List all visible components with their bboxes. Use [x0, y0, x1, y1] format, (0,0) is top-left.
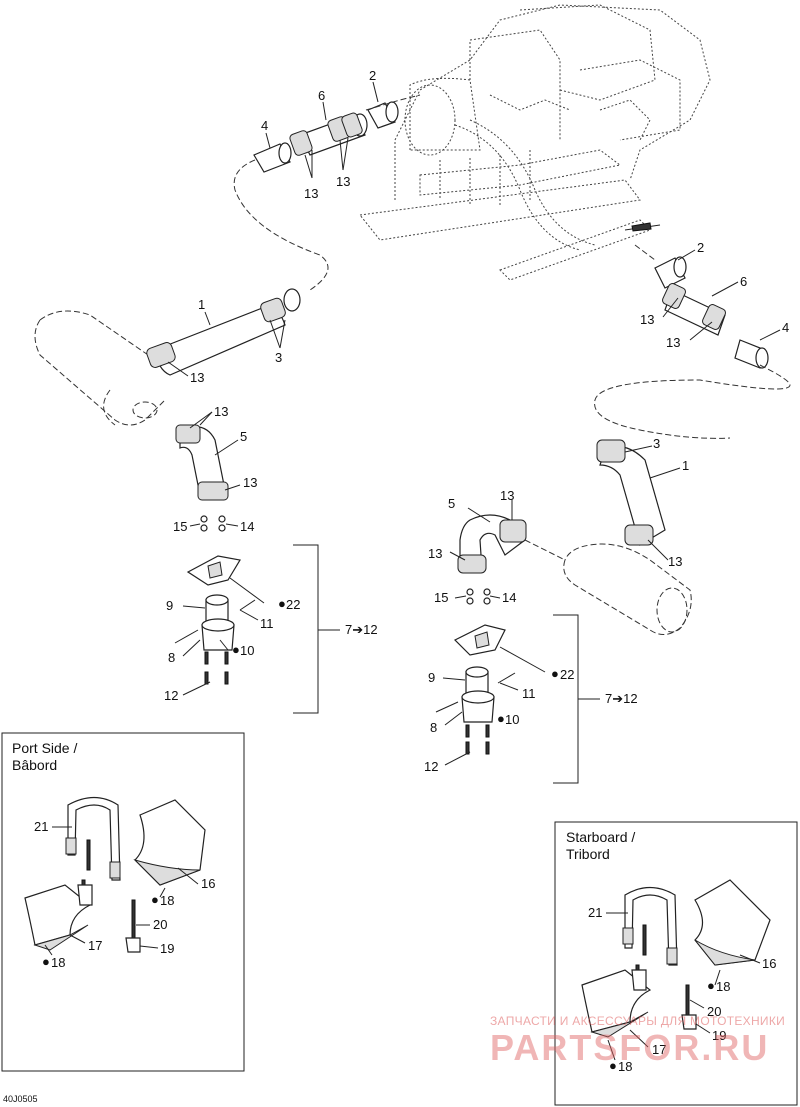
callout-5: 5 — [240, 429, 247, 444]
left-elbow-5: 13 5 13 15 14 — [173, 404, 257, 534]
callout-12: 12 — [164, 688, 178, 703]
callout-6: 6 — [740, 274, 747, 289]
right-elbow-5: 5 13 13 15 14 — [428, 488, 566, 605]
port-side-box: Port Side / Bâbord 21 16 18 ● 20 19 17 1… — [1, 732, 245, 1072]
starboard-box: Starboard / Tribord 21 16 18 ● 20 19 17 … — [554, 821, 798, 1106]
callout-1: 1 — [682, 458, 689, 473]
callout-14: 14 — [502, 590, 516, 605]
left-drain-group: 22 ● 9 11 10 ● 8 12 7➔12 — [164, 544, 378, 714]
coupler-4-left — [253, 142, 292, 173]
callout-20: 20 — [707, 1004, 721, 1019]
callout-3: 3 — [275, 350, 282, 365]
callout-11: 11 — [260, 616, 274, 631]
left-muffler-assembly: 1 3 13 — [34, 288, 301, 426]
starboard-box-title-2: Tribord — [566, 846, 610, 862]
callout-15: 15 — [434, 590, 448, 605]
callout-15: 15 — [173, 519, 187, 534]
drop-icon: ● — [707, 978, 715, 993]
callout-12: 12 — [424, 759, 438, 774]
callout-13: 13 — [500, 488, 514, 503]
callout-2: 2 — [697, 240, 704, 255]
callout-18: 18 — [51, 955, 65, 970]
engine-phantom — [359, 4, 711, 281]
drop-icon: ● — [232, 642, 240, 657]
callout-3: 3 — [653, 436, 660, 451]
hose-6-left — [289, 112, 368, 156]
callout-13: 13 — [640, 312, 654, 327]
upper-left-hose-assembly: 2 6 4 13 13 — [233, 68, 421, 291]
callout-19: 19 — [712, 1028, 726, 1043]
callout-5: 5 — [448, 496, 455, 511]
callout-20: 20 — [153, 917, 167, 932]
callout-21: 21 — [588, 905, 602, 920]
callout-13: 13 — [190, 370, 204, 385]
callout-13: 13 — [666, 335, 680, 350]
callout-13: 13 — [214, 404, 228, 419]
callout-2: 2 — [369, 68, 376, 83]
coupler-2-left — [367, 101, 399, 129]
drop-icon: ● — [42, 954, 50, 969]
reference-code: 40J0505 — [3, 1094, 38, 1104]
callout-10: 10 — [240, 643, 254, 658]
port-box-title-2: Bâbord — [12, 757, 57, 773]
callout-13: 13 — [243, 475, 257, 490]
callout-22: 22 — [560, 667, 574, 682]
callout-6: 6 — [318, 88, 325, 103]
callout-4: 4 — [261, 118, 268, 133]
port-box-title-1: Port Side / — [12, 740, 77, 756]
upper-right-hose-assembly: 2 6 4 13 13 — [594, 240, 791, 439]
watermark: ЗАПЧАСТИ И АКСЕССУАРЫ ДЛЯ МОТОТЕХНИКИ PA… — [490, 1014, 785, 1068]
callout-21: 21 — [34, 819, 48, 834]
callout-11: 11 — [522, 686, 536, 701]
drop-icon: ● — [278, 596, 286, 611]
callout-13: 13 — [428, 546, 442, 561]
callout-18: 18 — [618, 1059, 632, 1074]
callout-9: 9 — [166, 598, 173, 613]
callout-1: 1 — [198, 297, 205, 312]
callout-18: 18 — [160, 893, 174, 908]
callout-16: 16 — [201, 876, 215, 891]
drop-icon: ● — [609, 1058, 617, 1073]
callout-22: 22 — [286, 597, 300, 612]
starboard-box-title-1: Starboard / — [566, 829, 635, 845]
callout-17: 17 — [652, 1042, 666, 1057]
right-muffler-assembly: 3 1 13 — [563, 436, 692, 635]
drop-icon: ● — [551, 666, 559, 681]
callout-18: 18 — [716, 979, 730, 994]
callout-19: 19 — [160, 941, 174, 956]
watermark-site: PARTSFOR.RU — [490, 1027, 769, 1068]
callout-range: 7➔12 — [605, 691, 638, 706]
callout-8: 8 — [168, 650, 175, 665]
drop-icon: ● — [497, 711, 505, 726]
callout-16: 16 — [762, 956, 776, 971]
callout-14: 14 — [240, 519, 254, 534]
callout-9: 9 — [428, 670, 435, 685]
callout-10: 10 — [505, 712, 519, 727]
callout-range: 7➔12 — [345, 622, 378, 637]
callout-17: 17 — [88, 938, 102, 953]
callout-4: 4 — [782, 320, 789, 335]
watermark-tagline: ЗАПЧАСТИ И АКСЕССУАРЫ ДЛЯ МОТОТЕХНИКИ — [490, 1014, 785, 1028]
callout-13: 13 — [336, 174, 350, 189]
right-drain-group: 22 ● 9 11 10 ● 8 12 7➔12 — [424, 614, 638, 784]
callout-8: 8 — [430, 720, 437, 735]
drop-icon: ● — [151, 892, 159, 907]
callout-13: 13 — [668, 554, 682, 569]
callout-13: 13 — [304, 186, 318, 201]
